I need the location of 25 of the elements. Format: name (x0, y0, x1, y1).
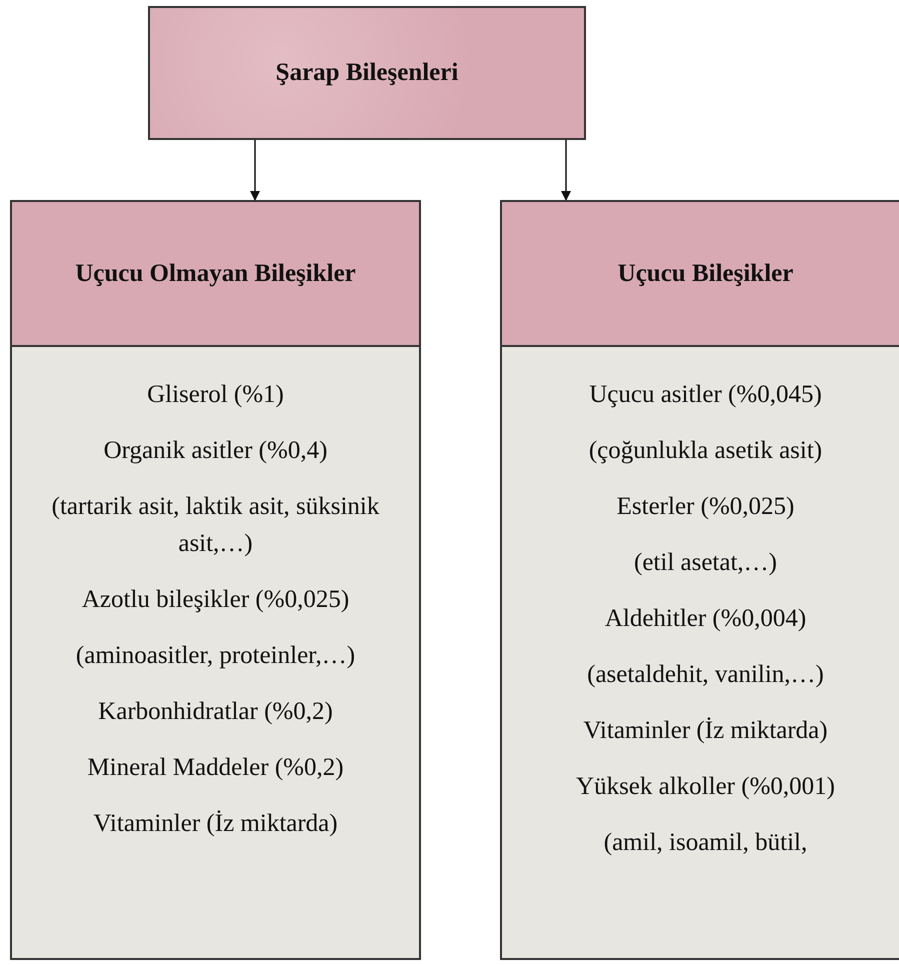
arrow (561, 140, 571, 201)
header-title: Uçucu Bileşikler (618, 260, 794, 288)
category-column (10, 200, 421, 960)
component-item: Organik asitler (%0,4) (104, 436, 328, 466)
component-item: Mineral Maddeler (%0,2) (87, 753, 344, 783)
component-item: Azotlu bileşikler (%0,025) (82, 585, 350, 615)
component-item: Esterler (%0,025) (616, 492, 794, 522)
component-item: (tartarik asit, laktik asit, süksinik asit,…) (50, 492, 380, 559)
component-item: (etil asetat,…) (634, 548, 777, 578)
arrow (250, 140, 260, 201)
component-item: Uçucu asitler (%0,045) (589, 380, 822, 410)
component-item: Karbonhidratlar (%0,2) (98, 697, 333, 727)
title-box (148, 6, 586, 140)
component-item: Yüksek alkoller (%0,001) (576, 772, 835, 802)
component-item: (amil, isoamil, bütil, (604, 828, 808, 858)
component-item: Vitaminler (İz miktarda) (93, 809, 338, 839)
box-title: Şarap Bileşenleri (276, 59, 458, 87)
component-item: (asetaldehit, vanilin,…) (587, 660, 824, 690)
component-item: Aldehitler (%0,004) (604, 604, 806, 634)
component-item: (çoğunlukla asetik asit) (588, 436, 822, 466)
category-column (500, 200, 899, 960)
component-item: Vitaminler (İz miktarda) (583, 716, 828, 746)
component-item: Gliserol (%1) (147, 380, 284, 410)
component-item: (aminoasitler, proteinler,…) (76, 641, 356, 671)
header-title: Uçucu Olmayan Bileşikler (75, 260, 356, 288)
